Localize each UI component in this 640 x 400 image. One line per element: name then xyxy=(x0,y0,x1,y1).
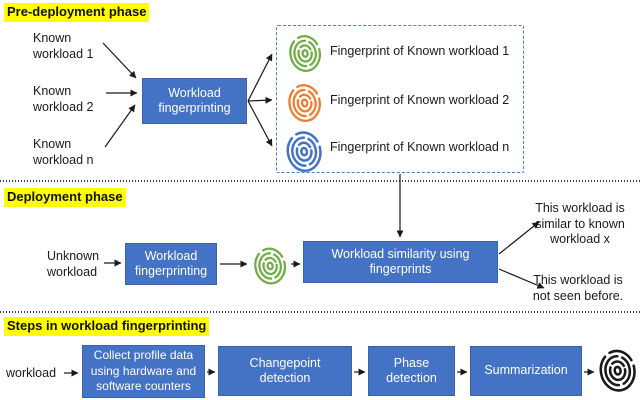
outcome-not-seen-text: This workload is not seen before. xyxy=(532,273,624,303)
fingerprint-icon-unknown xyxy=(252,241,288,288)
fingerprint-icon-known-2 xyxy=(286,79,323,124)
unknown-workload-label: Unknown workload xyxy=(47,249,100,279)
step-box-summarization: Summarization xyxy=(470,346,582,396)
fingerprint-icon-known-1 xyxy=(287,29,323,75)
workload-fingerprinting-box-deployment: Workload fingerprinting xyxy=(125,243,217,285)
arrow-to-fingerprint-2 xyxy=(247,96,273,104)
arrow-to-fingerprint-1 xyxy=(247,53,273,102)
arrow-knownn-to-fingerprinting xyxy=(104,104,136,148)
known-fingerprints-group xyxy=(276,25,524,173)
steps-heading: Steps in workload fingerprinting xyxy=(4,317,210,336)
deployment-heading: Deployment phase xyxy=(4,188,126,207)
known-workload-n-label: Known workload n xyxy=(33,137,94,167)
workload-similarity-box: Workload similarity using fingerprints xyxy=(303,241,498,283)
section-divider-1 xyxy=(0,180,640,182)
fingerprint-label-1: Fingerprint of Known workload 1 xyxy=(330,44,510,58)
step-box-changepoint-detection: Changepoint detection xyxy=(218,346,352,396)
workload-input-label: workload xyxy=(6,366,57,380)
fingerprint-icon-known-n xyxy=(284,126,324,174)
known-workload-1-label: Known workload 1 xyxy=(33,31,94,61)
pre-deployment-heading: Pre-deployment phase xyxy=(4,3,150,22)
fingerprint-icon-output xyxy=(597,342,638,396)
arrow-to-fingerprint-n xyxy=(247,100,273,147)
fingerprint-label-2: Fingerprint of Known workload 2 xyxy=(330,93,510,107)
outcome-similar-text: This workload is similar to known worklo… xyxy=(535,201,625,246)
workload-fingerprinting-box: Workload fingerprinting xyxy=(142,78,247,124)
section-divider-2 xyxy=(0,311,640,313)
step-box-phase-detection: Phase detection xyxy=(368,346,455,396)
fingerprint-label-n: Fingerprint of Known workload n xyxy=(330,140,510,154)
arrow-known1-to-fingerprinting xyxy=(102,42,137,79)
known-workload-2-label: Known workload 2 xyxy=(33,84,94,114)
step-box-collect-profile-data: Collect profile data using hardware and … xyxy=(82,345,205,398)
